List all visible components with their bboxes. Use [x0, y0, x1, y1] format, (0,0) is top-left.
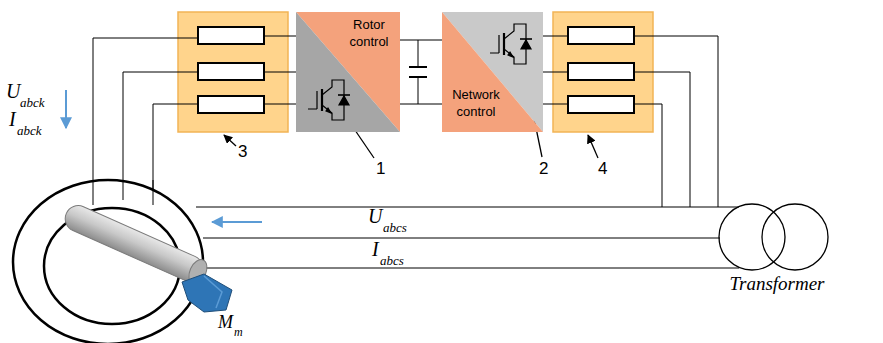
stator-line — [196, 207, 739, 268]
signal-label: m — [234, 326, 243, 339]
signal-label: abcs — [383, 221, 407, 235]
network-converter: Network control — [442, 12, 543, 132]
voltage-arrow — [212, 221, 262, 223]
signal-label: abcs — [380, 254, 404, 268]
turbine-blade — [182, 274, 232, 312]
generator — [13, 180, 232, 343]
transformer-shape — [712, 200, 842, 320]
dc-link-capacitor — [400, 40, 442, 104]
rotor-converter: Rotor control — [296, 12, 400, 132]
voltage-arrow — [65, 90, 67, 128]
dc-link-wire — [400, 40, 442, 41]
signal-label: I — [9, 108, 16, 130]
signal-label: U — [6, 80, 20, 102]
signal-label: M — [218, 313, 233, 333]
signal-label: U — [368, 205, 382, 227]
signal-label: abck — [17, 124, 42, 138]
callout-number: 2 — [539, 160, 548, 179]
callout-number: 3 — [238, 143, 247, 162]
callout-number: 1 — [376, 160, 385, 179]
converter-label: Rotor control — [340, 16, 398, 50]
component-label: Transformer — [712, 273, 842, 295]
signal-label: abck — [20, 96, 45, 110]
rotor-wire — [93, 36, 718, 207]
igbt-symbol — [308, 80, 350, 120]
converter-label: Network control — [444, 86, 508, 120]
signal-label: I — [372, 238, 379, 260]
transformer: Transformer — [712, 200, 842, 320]
shaft — [61, 201, 210, 287]
callout-number: 4 — [598, 160, 607, 179]
igbt-symbol — [490, 24, 532, 64]
